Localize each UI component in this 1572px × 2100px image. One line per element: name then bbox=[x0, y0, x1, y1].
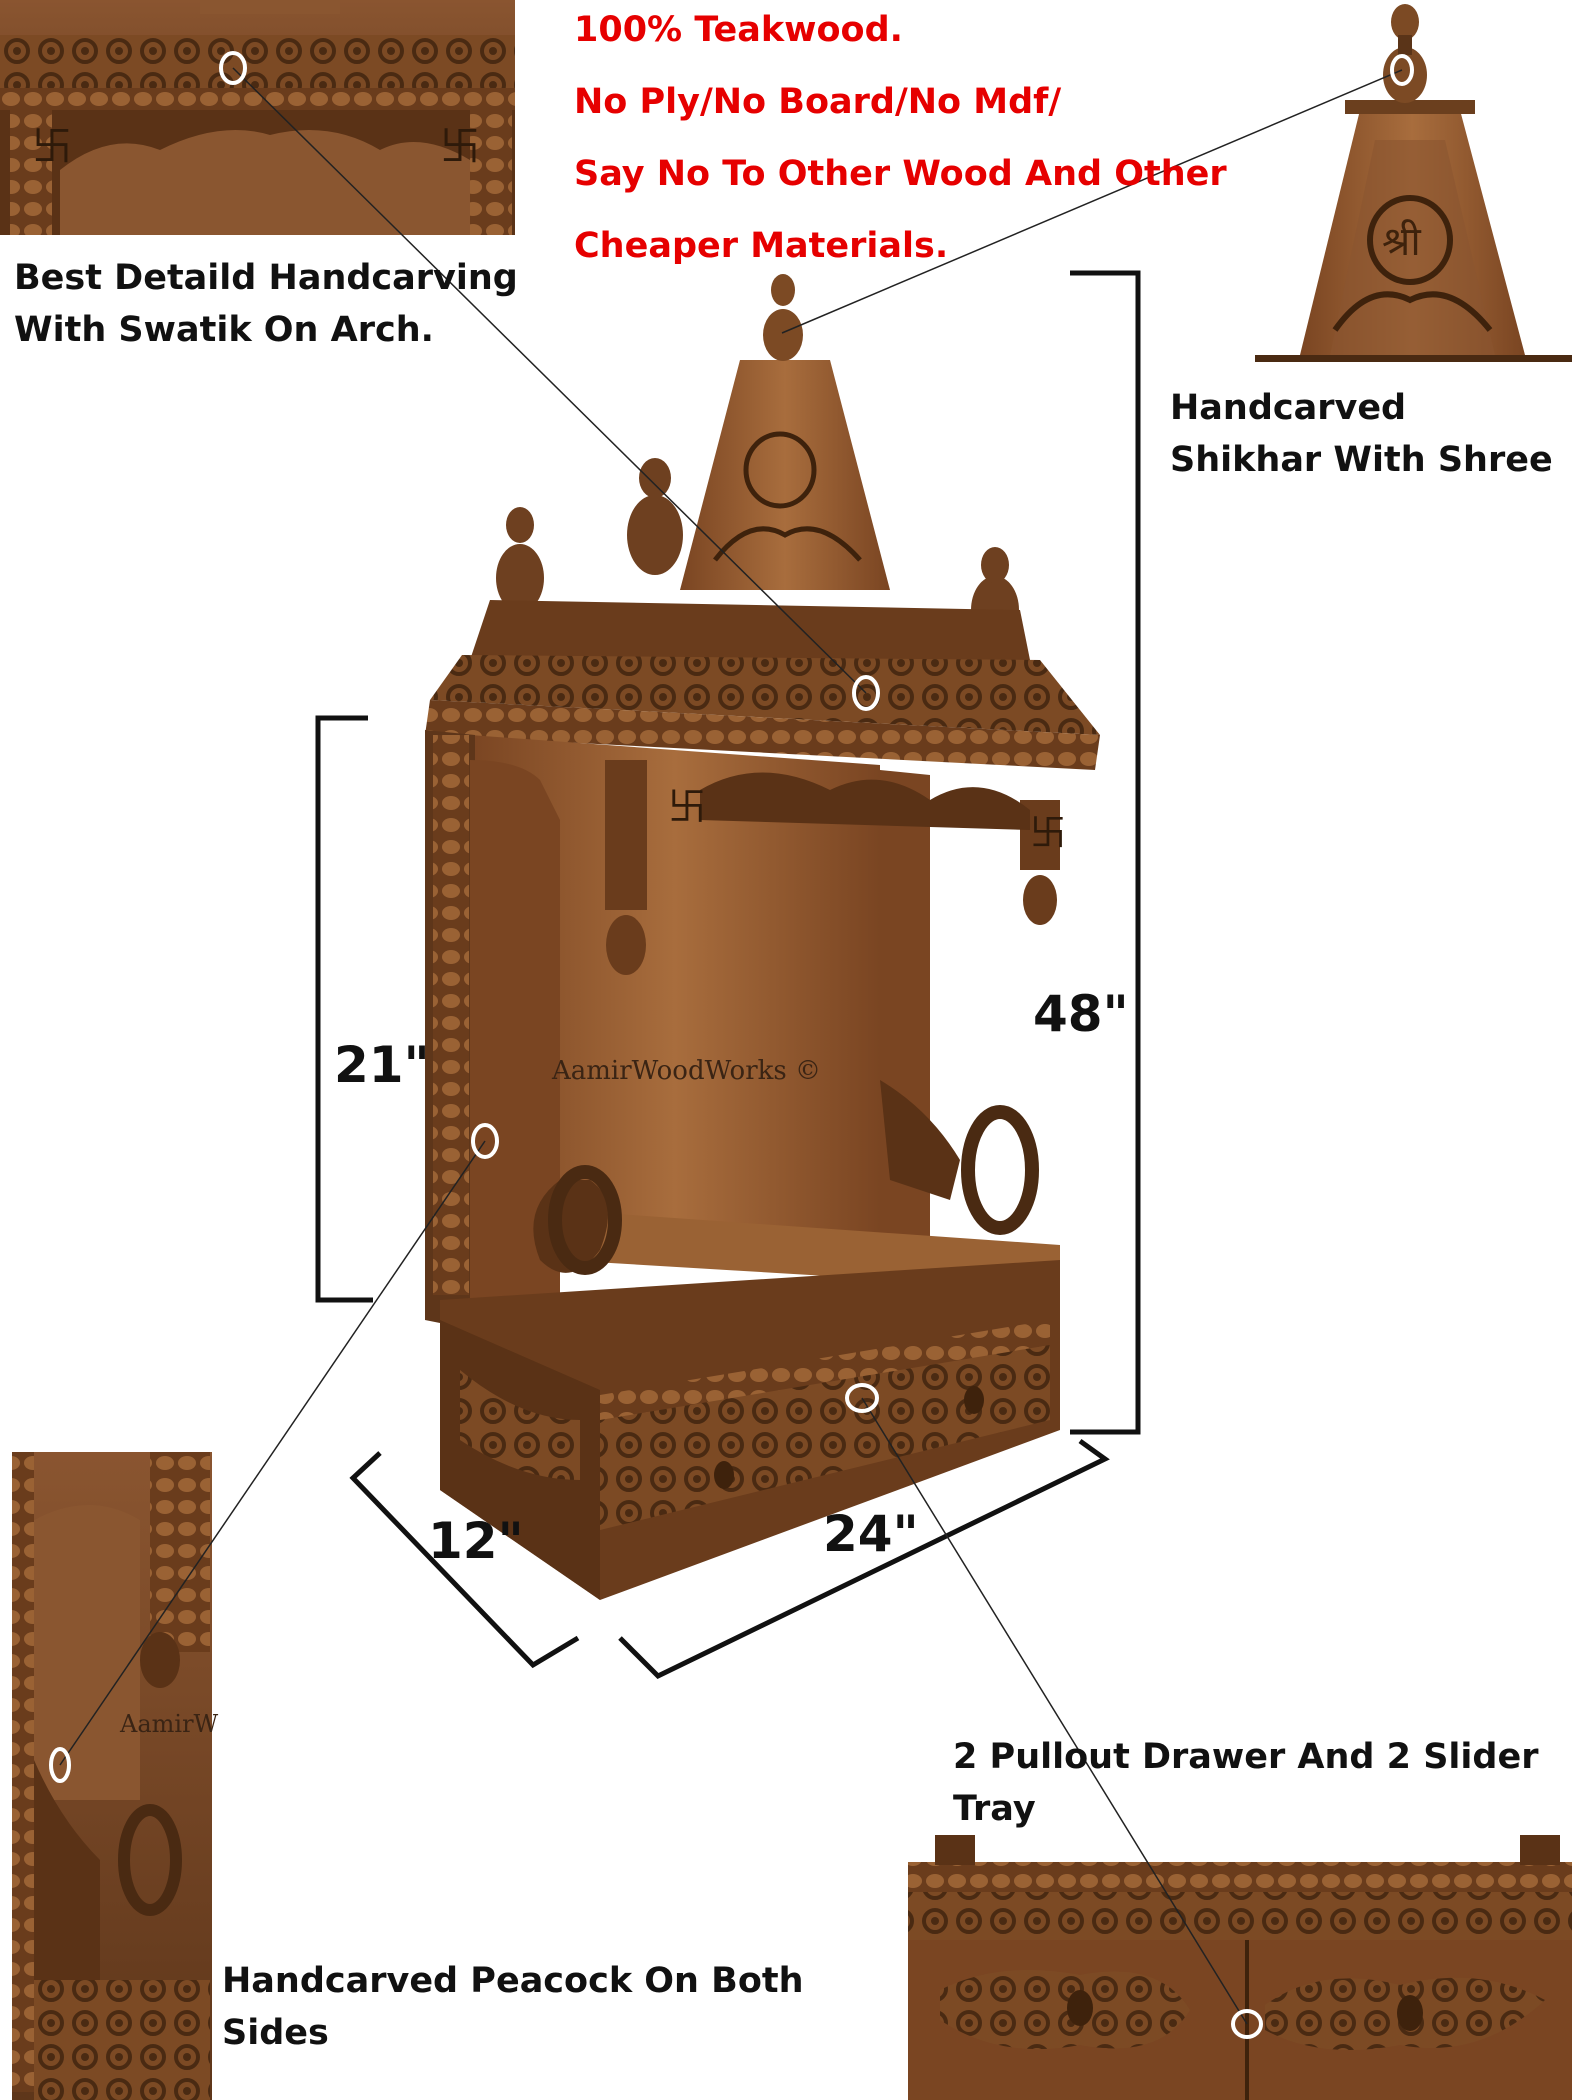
drawer-callout-line-2: Tray bbox=[953, 1789, 1036, 1829]
inner-height-dimension-label: 21" bbox=[334, 1036, 430, 1094]
watermark-crop: AamirW bbox=[120, 1710, 219, 1738]
svg-text:卐: 卐 bbox=[668, 785, 706, 829]
arch-callout-line-2: With Swatik On Arch. bbox=[14, 310, 434, 350]
marketing-line-1: 100% Teakwood. bbox=[574, 10, 903, 50]
marketing-line-4: Cheaper Materials. bbox=[574, 226, 949, 266]
main-temple: 卐 卐 bbox=[425, 274, 1100, 1600]
drawer-detail-inset bbox=[908, 1835, 1572, 2100]
peacock-callout-line-2: Sides bbox=[222, 2013, 329, 2053]
depth-dimension-label: 12" bbox=[428, 1512, 524, 1570]
arch-callout-line-1: Best Detaild Handcarving bbox=[14, 258, 518, 298]
shikhar-callout-line-2: Shikhar With Shree bbox=[1170, 440, 1553, 480]
svg-text:卐: 卐 bbox=[440, 124, 480, 170]
height-dimension-label: 48" bbox=[1033, 985, 1129, 1043]
marketing-line-2: No Ply/No Board/No Mdf/ bbox=[574, 82, 1062, 122]
peacock-side-inset bbox=[12, 1452, 212, 2100]
callout-markers bbox=[49, 51, 1414, 2039]
drawer-callout-line-1: 2 Pullout Drawer And 2 Slider bbox=[953, 1737, 1539, 1777]
peacock-callout-line-1: Handcarved Peacock On Both bbox=[222, 1961, 804, 2001]
shikhar-callout-line-1: Handcarved bbox=[1170, 388, 1407, 428]
shikhar-detail-inset: श्री bbox=[1255, 4, 1572, 362]
watermark: AamirWoodWorks © bbox=[552, 1056, 821, 1086]
arch-detail-inset: 卐 卐 bbox=[0, 0, 515, 235]
svg-text:卐: 卐 bbox=[1030, 813, 1066, 854]
svg-text:卐: 卐 bbox=[32, 124, 72, 170]
dimension-brackets bbox=[315, 270, 1141, 1680]
callout-leader-lines bbox=[59, 67, 1403, 2025]
svg-text:श्री: श्री bbox=[1382, 219, 1421, 265]
marketing-line-3: Say No To Other Wood And Other bbox=[574, 154, 1227, 194]
width-dimension-label: 24" bbox=[823, 1505, 919, 1563]
